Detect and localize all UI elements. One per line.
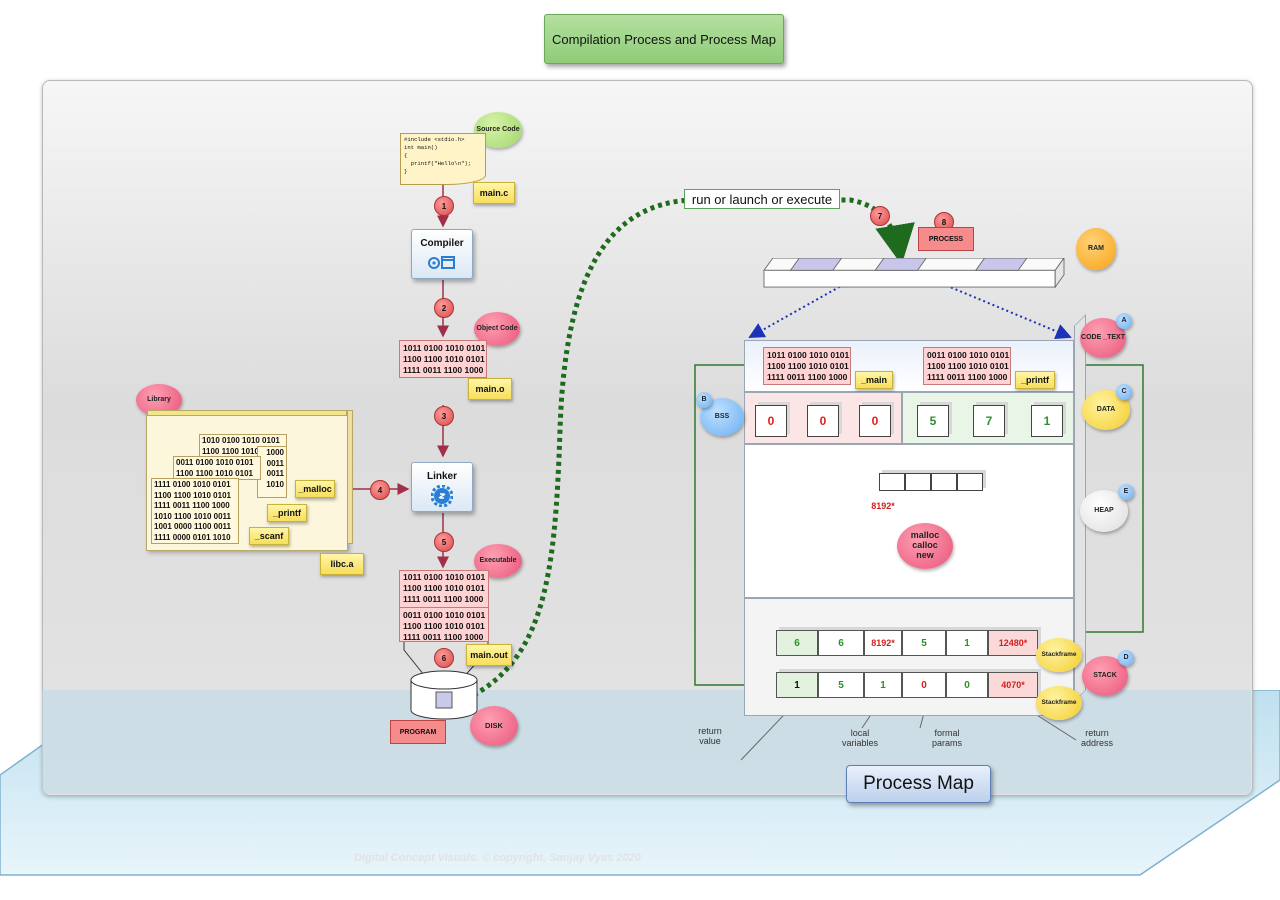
linker-gear-icon — [430, 484, 454, 508]
bss-segment: 0 0 0 — [744, 392, 902, 444]
stack-bottom-cell-6: 4070* — [988, 672, 1038, 698]
bss-badge: B — [696, 392, 712, 408]
process-map-title: Process Map — [846, 765, 991, 803]
compiler-gear-icon — [428, 256, 455, 269]
heap-address: 8192* — [871, 501, 895, 511]
file-label-main-c: main.c — [473, 182, 515, 204]
run-label: run or launch or execute — [684, 189, 840, 209]
stackframe-cloud-bottom: Stackframe — [1036, 686, 1082, 720]
stack-bottom-cell-4: 0 — [902, 672, 946, 698]
data-cell-1: 5 — [917, 405, 949, 437]
stack-bottom-cell-1: 1 — [776, 672, 818, 698]
library-binary-front: 1111 0100 1010 0101 1100 1100 1010 0101 … — [151, 478, 239, 544]
step-5-badge: 5 — [434, 532, 454, 552]
stack-top-cell-6: 12480* — [988, 630, 1038, 656]
file-label-libc-a: libc.a — [320, 553, 364, 575]
stack-badge: D — [1118, 650, 1134, 666]
code-text-badge: A — [1116, 313, 1132, 329]
library-archive: 1010 0100 1010 0101 1100 1100 1010 0101 … — [146, 410, 353, 551]
bss-cell-2: 0 — [807, 405, 839, 437]
file-label-main-o: main.o — [468, 378, 512, 400]
heap-cell-2 — [905, 473, 931, 491]
data-badge: C — [1116, 384, 1132, 400]
compiler-box: Compiler — [411, 229, 473, 279]
library-side-edge — [347, 410, 353, 544]
formal-params-note: formal params — [931, 728, 962, 748]
library-binary-mid: 0011 0100 1010 0101 1100 1100 1010 0101 — [173, 456, 261, 480]
stack-bottom-cell-5: 0 — [946, 672, 988, 698]
library-top-edge — [147, 410, 347, 416]
file-label-main-out: main.out — [466, 644, 512, 666]
library-symbol-printf: _printf — [267, 504, 307, 522]
program-label: PROGRAM — [390, 720, 446, 744]
ram-strip — [763, 258, 1065, 288]
data-cell-3: 1 — [1031, 405, 1063, 437]
executable-binary-1: 1011 0100 1010 0101 1100 1100 1010 0101 … — [403, 572, 486, 604]
stack-top-cell-2: 6 — [818, 630, 864, 656]
stack-top-cell-3: 8192* — [864, 630, 902, 656]
bss-cell-1: 0 — [755, 405, 787, 437]
stack-top-cell-5: 1 — [946, 630, 988, 656]
code-main-symbol: _main — [855, 371, 893, 389]
step-2-badge: 2 — [434, 298, 454, 318]
linker-box: Linker — [411, 462, 473, 512]
code-text-segment: 1011 0100 1010 0101 1100 1100 1010 0101 … — [744, 340, 1074, 392]
code-printf-symbol: _printf — [1015, 371, 1055, 389]
stack-segment — [744, 598, 1074, 716]
library-binary-side: 1000 0011 0011 1010 — [257, 446, 287, 498]
copyright-text: Digital Concept Visuals. © copyright, Sa… — [354, 852, 641, 864]
code-main-binary: 1011 0100 1010 0101 1100 1100 1010 0101 … — [763, 347, 851, 385]
compiler-label: Compiler — [420, 238, 464, 249]
heap-alloc-cloud: malloc calloc new — [897, 523, 953, 569]
stack-top-cell-1: 6 — [776, 630, 818, 656]
disk-cloud: DISK — [470, 706, 518, 746]
data-cell-2: 7 — [973, 405, 1005, 437]
heap-segment: 8192* malloc calloc new — [744, 444, 1074, 598]
heap-cell-4 — [957, 473, 983, 491]
step-3-badge: 3 — [434, 406, 454, 426]
process-label: PROCESS — [918, 227, 974, 251]
library-symbol-malloc: _malloc — [295, 480, 335, 498]
data-segment: 5 7 1 — [902, 392, 1074, 444]
code-printf-binary: 0011 0100 1010 0101 1100 1100 1010 0101 … — [923, 347, 1011, 385]
step-7-badge: 7 — [870, 206, 890, 226]
disk-cylinder-icon — [410, 670, 478, 720]
executable-file: 1011 0100 1010 0101 1100 1100 1010 0101 … — [399, 570, 489, 642]
heap-badge: E — [1118, 484, 1134, 500]
local-variables-note: local variables — [841, 728, 879, 748]
stack-bottom-cell-2: 5 — [818, 672, 864, 698]
stack-top-cell-4: 5 — [902, 630, 946, 656]
heap-cell-3 — [931, 473, 957, 491]
ram-cloud: RAM — [1076, 228, 1116, 270]
step-4-badge: 4 — [370, 480, 390, 500]
object-code-binary: 1011 0100 1010 0101 1100 1100 1010 0101 … — [399, 340, 487, 378]
return-value-note: return value — [698, 726, 722, 746]
diagram-title: Compilation Process and Process Map — [544, 14, 784, 64]
source-code-snippet: #include <stdio.h> int main() { printf("… — [400, 133, 486, 185]
bss-cell-3: 0 — [859, 405, 891, 437]
stack-bottom-cell-3: 1 — [864, 672, 902, 698]
heap-cell-1 — [879, 473, 905, 491]
linker-label: Linker — [426, 471, 457, 482]
return-address-note: return address — [1080, 728, 1114, 748]
data-cloud: DATA — [1082, 390, 1130, 430]
executable-divider — [400, 607, 488, 608]
executable-binary-2: 0011 0100 1010 0101 1100 1100 1010 0101 … — [403, 610, 486, 642]
stackframe-cloud-top: Stackframe — [1036, 638, 1082, 672]
step-1-badge: 1 — [434, 196, 454, 216]
library-symbol-scanf: _scanf — [249, 527, 289, 545]
step-6-badge: 6 — [434, 648, 454, 668]
